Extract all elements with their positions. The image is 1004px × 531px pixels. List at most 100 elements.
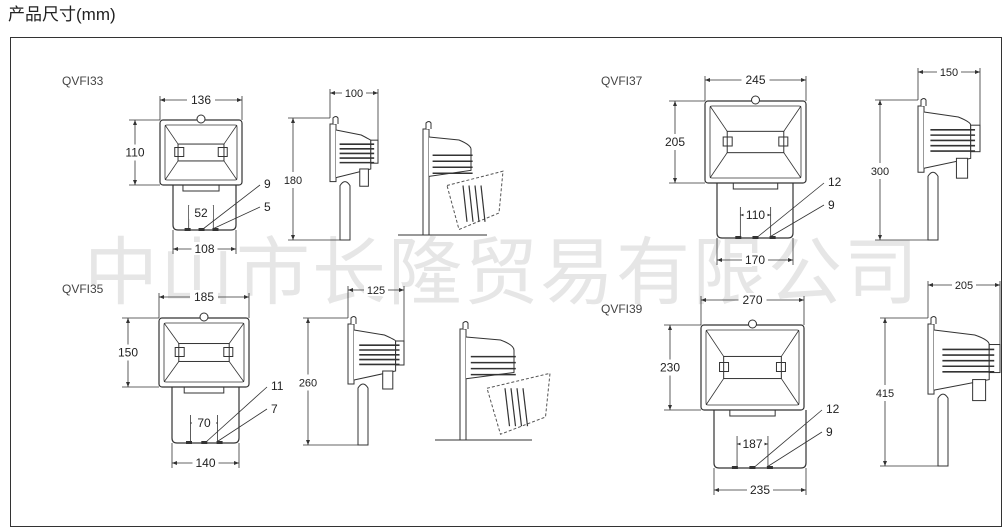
bracket-width-dimension: 235	[750, 483, 770, 497]
slot	[198, 228, 205, 231]
label-bg	[280, 172, 306, 188]
width-dimension: 185	[194, 290, 214, 304]
lamp-glass	[705, 329, 800, 406]
slot	[186, 441, 192, 444]
hanging-tab	[196, 114, 206, 124]
line	[757, 182, 825, 238]
hanging-tab	[199, 312, 209, 322]
slot	[766, 466, 773, 469]
connection-box	[988, 344, 1001, 374]
line	[522, 388, 529, 427]
tab	[350, 316, 357, 324]
label-bg	[952, 279, 976, 291]
bracket-plate	[183, 386, 225, 394]
callout-b: 5	[264, 200, 271, 214]
line	[516, 388, 523, 427]
post	[422, 128, 430, 236]
height-dimension: 230	[660, 361, 680, 375]
label-bg	[743, 208, 768, 221]
tab	[920, 98, 927, 106]
height-dimension: 205	[665, 135, 685, 149]
line	[783, 152, 802, 179]
total-height-dimension: 415	[876, 388, 894, 400]
line	[163, 361, 180, 383]
label-bg	[190, 290, 218, 303]
side-view-3	[872, 279, 1001, 467]
line	[510, 388, 517, 427]
front-frame	[917, 105, 925, 173]
line	[223, 124, 238, 145]
lamp-holder	[223, 347, 234, 357]
bracket-plate	[732, 182, 779, 190]
line	[781, 378, 800, 406]
label-bg	[742, 253, 768, 266]
front-frame	[927, 323, 935, 395]
height-dimension: 150	[118, 346, 138, 360]
depth-dimension: 150	[940, 67, 958, 79]
front-view-0	[121, 93, 261, 255]
watermark: 中山市长隆贸易有限公司	[84, 230, 920, 316]
label-bg	[867, 163, 893, 179]
line	[205, 386, 268, 443]
slot	[735, 236, 742, 239]
model-name: QVFI37	[601, 74, 643, 88]
side-view-1	[295, 284, 405, 446]
depth-dimension: 125	[367, 285, 385, 297]
total-height-dimension: 300	[871, 166, 889, 178]
bracket-inner-dimension: 110	[746, 208, 765, 222]
line	[709, 105, 728, 132]
lamp-holder	[722, 136, 733, 147]
reflector	[177, 143, 225, 162]
reflector	[726, 130, 785, 154]
line	[216, 408, 268, 443]
slot	[216, 441, 223, 444]
callout-a: 12	[828, 175, 842, 189]
line	[164, 124, 179, 145]
rear-housing	[465, 336, 515, 380]
mounting-post	[357, 383, 369, 446]
line	[754, 409, 823, 468]
gland	[955, 157, 969, 179]
gland	[972, 379, 987, 402]
tab	[425, 121, 432, 129]
label-bg	[187, 93, 215, 106]
label-bg	[192, 456, 219, 469]
label-bg	[872, 385, 898, 401]
label-bg	[661, 134, 689, 150]
slot	[212, 228, 219, 231]
drawing-frame	[10, 37, 1002, 527]
front-frame	[329, 123, 337, 183]
tilted-view-1	[435, 321, 551, 441]
lamp-glass	[164, 124, 238, 181]
label-bg	[189, 206, 213, 219]
bracket-plate	[182, 184, 220, 192]
width-dimension: 270	[742, 293, 762, 307]
bracket-width-dimension: 170	[745, 253, 765, 267]
bracket-width-dimension: 108	[194, 242, 214, 256]
total-height-dimension: 260	[299, 378, 317, 390]
bracket-inner-dimension: 70	[197, 416, 211, 430]
line	[468, 185, 474, 222]
slot	[731, 466, 738, 469]
line	[705, 329, 724, 357]
lamp-glass	[163, 322, 245, 383]
line	[504, 388, 511, 427]
line	[769, 204, 825, 238]
model-name: QVFI39	[601, 302, 643, 316]
label-bg	[740, 437, 765, 450]
label-bg	[364, 284, 388, 296]
tilted-view-0	[398, 121, 504, 236]
lamp-housing	[158, 317, 250, 388]
width-dimension: 136	[191, 93, 211, 107]
page-title: 产品尺寸(mm)	[8, 5, 116, 24]
width-dimension: 245	[745, 73, 765, 87]
front-view-3	[656, 293, 823, 496]
line	[783, 105, 802, 132]
label-bg	[192, 416, 216, 429]
mounting-post	[927, 171, 939, 241]
line	[164, 160, 179, 181]
model-name: QVFI35	[62, 282, 104, 296]
bracket-width-dimension: 140	[195, 456, 215, 470]
callout-a: 11	[271, 379, 284, 393]
